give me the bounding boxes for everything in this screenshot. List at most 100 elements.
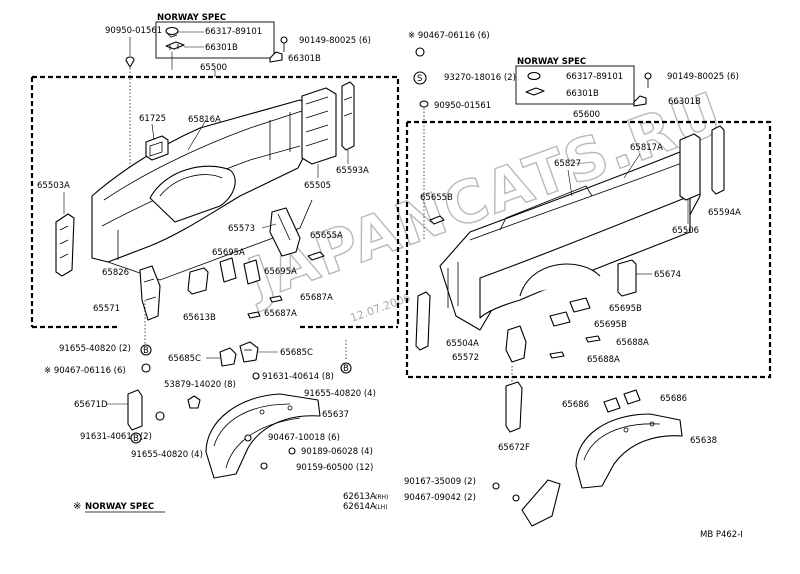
label-91655-3: 91655-40820 (4)	[131, 450, 203, 460]
clip-66301b-right-icon	[525, 87, 545, 96]
label-65687a-1: 65687A	[300, 293, 333, 303]
clip-90467-b-icon	[244, 434, 252, 442]
spec-box-left	[155, 21, 275, 59]
bolt-b-1-icon	[140, 344, 152, 356]
part-65695b-2-icon	[549, 311, 571, 327]
part-65593a-icon	[341, 81, 355, 151]
part-65573-icon	[269, 207, 301, 257]
bolt-b-4-icon	[130, 432, 142, 444]
label-61725: 61725	[139, 114, 166, 124]
s-symbol: S	[417, 74, 422, 84]
label-66301b-box-right: 66301B	[566, 89, 599, 99]
label-65593a: 65593A	[336, 166, 369, 176]
bolt-91631-1-icon	[252, 372, 260, 380]
label-65594a: 65594A	[708, 208, 741, 218]
label-65503a: 65503A	[37, 181, 70, 191]
group-65600-bracket	[405, 120, 772, 379]
part-65688a-1-icon	[585, 335, 601, 343]
part-65695a-1-icon	[219, 257, 237, 283]
label-66301b-top: 66301B	[288, 54, 321, 64]
clip-53879-icon	[187, 395, 201, 409]
clip-66301b-top-icon	[269, 51, 283, 63]
label-62614a: 62614A	[343, 502, 376, 512]
mudflap-62613a	[521, 479, 561, 527]
label-65655a: 65655A	[310, 231, 343, 241]
label-90149-left: 90149-80025 (6)	[299, 36, 371, 46]
label-65817a: 65817A	[630, 143, 663, 153]
part-65572-icon	[505, 325, 527, 363]
b-marker-4: B	[133, 434, 139, 444]
part-65687a-2-icon	[247, 311, 261, 319]
label-65638: 65638	[690, 436, 717, 446]
cap-66317-icon	[165, 26, 179, 38]
label-65686-1: 65686	[562, 400, 589, 410]
label-66301b-box-left: 66301B	[205, 43, 238, 53]
label-65686-2: 65686	[660, 394, 687, 404]
page-code: MB P462-I	[700, 530, 743, 540]
clip-66301b-right2-icon	[633, 95, 647, 107]
part-65613b-icon	[187, 267, 209, 295]
screw-90167-icon	[492, 482, 500, 490]
label-65695b-2: 65695B	[594, 320, 627, 330]
label-91655-1: 91655-40820 (2)	[59, 344, 131, 354]
label-65816a: 65816A	[188, 115, 221, 125]
part-65505-icon	[301, 87, 337, 165]
label-90467-top-right: ※ 90467-06116 (6)	[408, 31, 490, 41]
b-marker-2: B	[343, 364, 349, 374]
label-65688a-1: 65688A	[616, 338, 649, 348]
label-65827: 65827	[554, 159, 581, 169]
label-90167: 90167-35009 (2)	[404, 477, 476, 487]
legend-text: NORWAY SPEC	[85, 502, 154, 512]
label-65504a: 65504A	[446, 339, 479, 349]
screw-90149-right-icon	[644, 72, 652, 88]
label-65674: 65674	[654, 270, 681, 280]
label-53879: 53879-14020 (8)	[164, 380, 236, 390]
label-65695a-1: 65695A	[212, 248, 245, 258]
part-65504a-icon	[415, 291, 431, 351]
label-90189: 90189-06028 (4)	[301, 447, 373, 457]
label-65613b: 65613B	[183, 313, 216, 323]
clip-90467-c-icon	[512, 494, 520, 502]
label-65687a-2: 65687A	[264, 309, 297, 319]
label-65655b: 65655B	[420, 193, 453, 203]
plug-90950-right-icon	[419, 100, 429, 108]
bolt-b-3-icon	[155, 411, 165, 421]
part-65594a-icon	[711, 125, 725, 195]
part-65685c-2-icon	[239, 341, 259, 363]
part-65506-icon	[679, 133, 701, 201]
label-65572: 65572	[452, 353, 479, 363]
part-61725-icon	[145, 135, 169, 161]
label-65688a-2: 65688A	[587, 355, 620, 365]
clip-90159-icon	[260, 462, 268, 470]
label-65500: 65500	[200, 63, 227, 73]
label-65826: 65826	[102, 268, 129, 278]
label-66301b-right: 66301B	[668, 97, 701, 107]
label-65685c-1: 65685C	[168, 354, 201, 364]
label-62613a-side: (RH)	[375, 494, 388, 501]
date-stamp: 12.07.2006	[349, 291, 413, 325]
part-65571-icon	[139, 265, 161, 321]
label-65695b-1: 65695B	[609, 304, 642, 314]
label-91631-1: 91631-40614 (8)	[262, 372, 334, 382]
part-65503a-icon	[55, 213, 75, 277]
label-93270: 93270-18016 (2)	[444, 73, 516, 83]
label-65505: 65505	[304, 181, 331, 191]
part-65695a-2-icon	[243, 259, 261, 285]
label-91631-2: 91631-40614 (2)	[80, 432, 152, 442]
label-66317-left: 66317-89101	[205, 27, 262, 37]
label-65600: 65600	[573, 110, 600, 120]
label-90950-right: 90950-01561	[434, 101, 491, 111]
label-90467-left: ※ 90467-06116 (6)	[44, 366, 126, 376]
part-65655a-icon	[307, 251, 325, 261]
part-65688a-2-icon	[549, 351, 565, 359]
group-65500-bracket	[30, 75, 400, 329]
screw-90149-icon	[280, 36, 288, 52]
part-65685c-1-icon	[219, 347, 237, 367]
part-65674-icon	[617, 259, 637, 297]
screw-90189-icon	[288, 447, 296, 455]
label-65637: 65637	[322, 410, 349, 420]
part-65695b-1-icon	[569, 297, 591, 313]
part-65687a-1-icon	[269, 295, 283, 303]
nut-90467-icon	[415, 47, 425, 57]
part-65655b-icon	[429, 215, 445, 225]
